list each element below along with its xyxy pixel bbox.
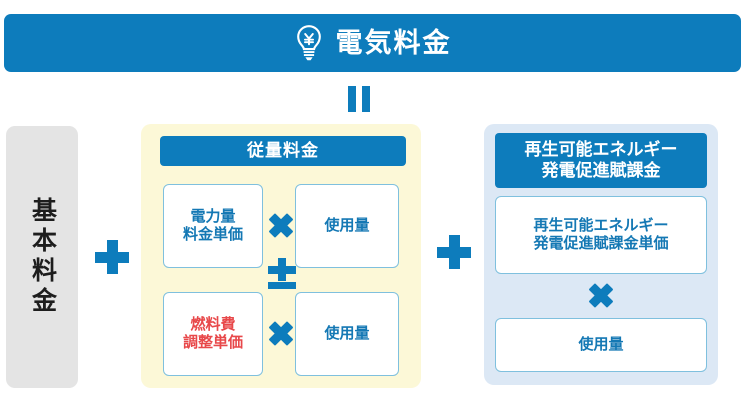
electricity-unit-price-label: 電力量料金単価 bbox=[182, 207, 243, 243]
usage-amount-label-3: 使用量 bbox=[578, 335, 624, 353]
usage-amount-box-1: 使用量 bbox=[295, 184, 399, 268]
usage-amount-box-3: 使用量 bbox=[495, 318, 707, 372]
plus-vertical-bar bbox=[449, 235, 460, 269]
usage-amount-box-2: 使用量 bbox=[295, 292, 399, 376]
electricity-unit-price-box: 電力量料金単価 bbox=[163, 184, 263, 268]
page-title: 電気料金 bbox=[335, 27, 452, 58]
usage-amount-label-1: 使用量 bbox=[324, 216, 370, 234]
equals-bar-right bbox=[362, 86, 370, 112]
plus-vertical-bar bbox=[107, 240, 118, 274]
times-operator-row-2 bbox=[268, 321, 294, 347]
metered-charge-header-label: 従量料金 bbox=[247, 140, 319, 160]
renewable-levy-header: 再生可能エネルギー発電促進賦課金 bbox=[495, 133, 707, 188]
metered-charge-header: 従量料金 bbox=[160, 136, 406, 166]
renewable-levy-unit-price-box: 再生可能エネルギー発電促進賦課金単価 bbox=[495, 196, 707, 274]
plus-minus-vertical-bar bbox=[278, 258, 286, 281]
basic-charge-label: 基本料金 bbox=[28, 197, 57, 317]
fuel-cost-adjustment-unit-price-box: 燃料費調整単価 bbox=[163, 292, 263, 376]
renewable-levy-unit-price-label: 再生可能エネルギー発電促進賦課金単価 bbox=[533, 216, 669, 252]
times-operator-row-1 bbox=[268, 213, 294, 239]
renewable-levy-header-label: 再生可能エネルギー発電促進賦課金 bbox=[524, 139, 678, 180]
lightbulb-yen-icon bbox=[296, 25, 321, 61]
equals-operator bbox=[348, 86, 370, 112]
usage-amount-label-2: 使用量 bbox=[324, 324, 370, 342]
equals-bar-left bbox=[348, 86, 356, 112]
plus-minus-under-bar bbox=[268, 282, 296, 289]
basic-charge-box: 基本料金 bbox=[6, 126, 78, 388]
times-operator-renewable bbox=[588, 283, 614, 309]
fuel-cost-adjustment-unit-price-label: 燃料費調整単価 bbox=[182, 315, 243, 351]
plus-operator-metered-to-renewable bbox=[437, 235, 471, 269]
plus-minus-operator bbox=[268, 258, 296, 289]
electricity-charge-header: 電気料金 bbox=[4, 14, 741, 72]
plus-operator-basic-to-metered bbox=[95, 240, 129, 274]
